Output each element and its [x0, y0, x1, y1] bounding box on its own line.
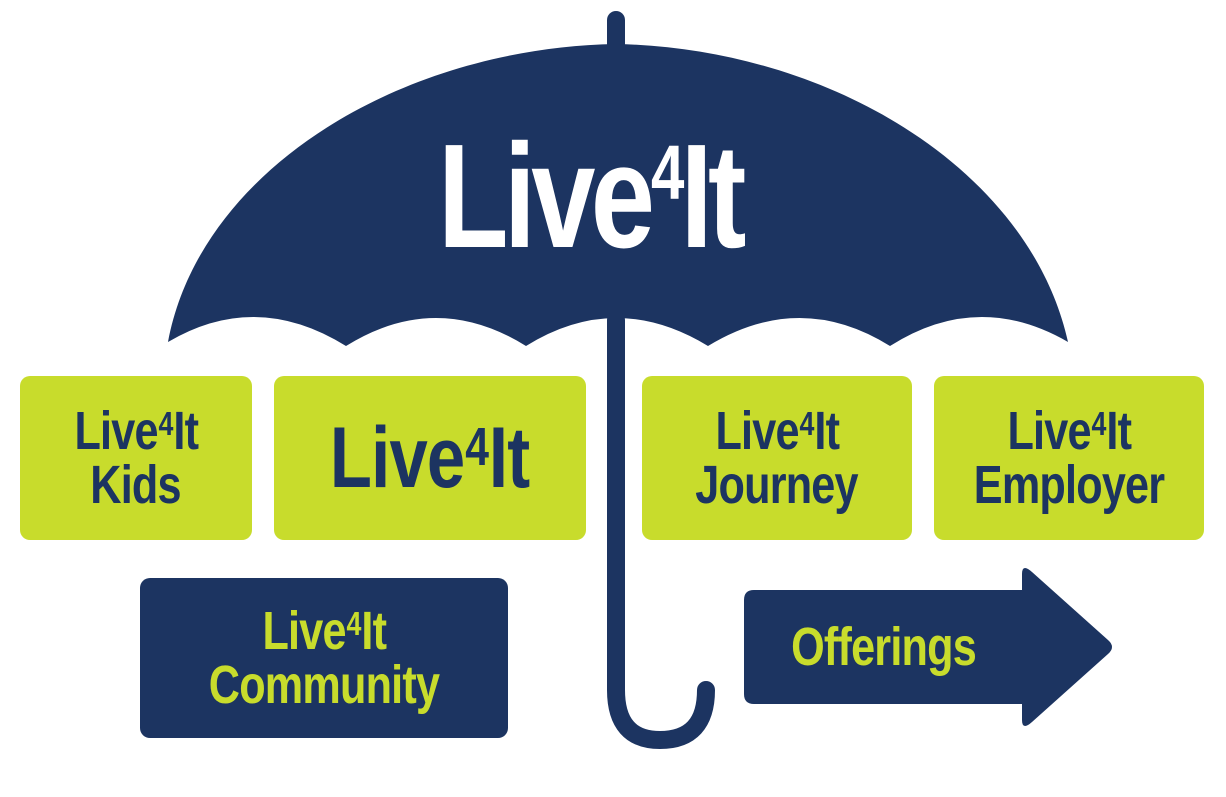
- employer-label: Employer: [973, 455, 1165, 515]
- community-suffix: It: [361, 601, 387, 661]
- core-brand-line: Live4It: [330, 415, 530, 501]
- community-label: Community: [208, 655, 440, 715]
- box-community[interactable]: Live4It Community: [140, 578, 508, 738]
- box-core[interactable]: Live4It: [274, 376, 586, 540]
- journey-brand-line: Live4It: [715, 401, 840, 461]
- core-superscript: 4: [465, 417, 490, 477]
- journey-label: Journey: [695, 455, 859, 515]
- offerings-arrow-shape: [744, 567, 1112, 727]
- kids-brand: Live: [74, 401, 158, 461]
- kids-label: Kids: [90, 455, 182, 515]
- core-brand: Live: [330, 410, 465, 506]
- journey-brand: Live: [715, 401, 799, 461]
- title-brand: Live: [438, 114, 655, 279]
- employer-superscript: 4: [1091, 405, 1106, 443]
- journey-superscript: 4: [799, 405, 814, 443]
- employer-brand-line: Live4It: [1007, 401, 1132, 461]
- box-employer[interactable]: Live4It Employer: [934, 376, 1204, 540]
- kids-suffix: It: [173, 401, 199, 461]
- kids-brand-line: Live4It: [74, 401, 199, 461]
- umbrella-title: Live4It: [438, 112, 746, 282]
- box-kids[interactable]: Live4It Kids: [20, 376, 252, 540]
- kids-superscript: 4: [158, 405, 173, 443]
- employer-suffix: It: [1106, 401, 1132, 461]
- umbrella-shaft: [607, 311, 715, 750]
- community-superscript: 4: [346, 605, 361, 643]
- employer-brand: Live: [1007, 401, 1091, 461]
- community-brand: Live: [262, 601, 346, 661]
- title-superscript: 4: [651, 130, 684, 217]
- offerings-label: Offerings: [791, 617, 978, 677]
- title-suffix: It: [680, 114, 747, 279]
- box-journey[interactable]: Live4It Journey: [642, 376, 912, 540]
- umbrella-canopy: [168, 44, 1068, 346]
- offerings-arrow[interactable]: Offerings: [744, 590, 1024, 704]
- journey-suffix: It: [814, 401, 840, 461]
- community-brand-line: Live4It: [262, 601, 387, 661]
- core-suffix: It: [489, 410, 530, 506]
